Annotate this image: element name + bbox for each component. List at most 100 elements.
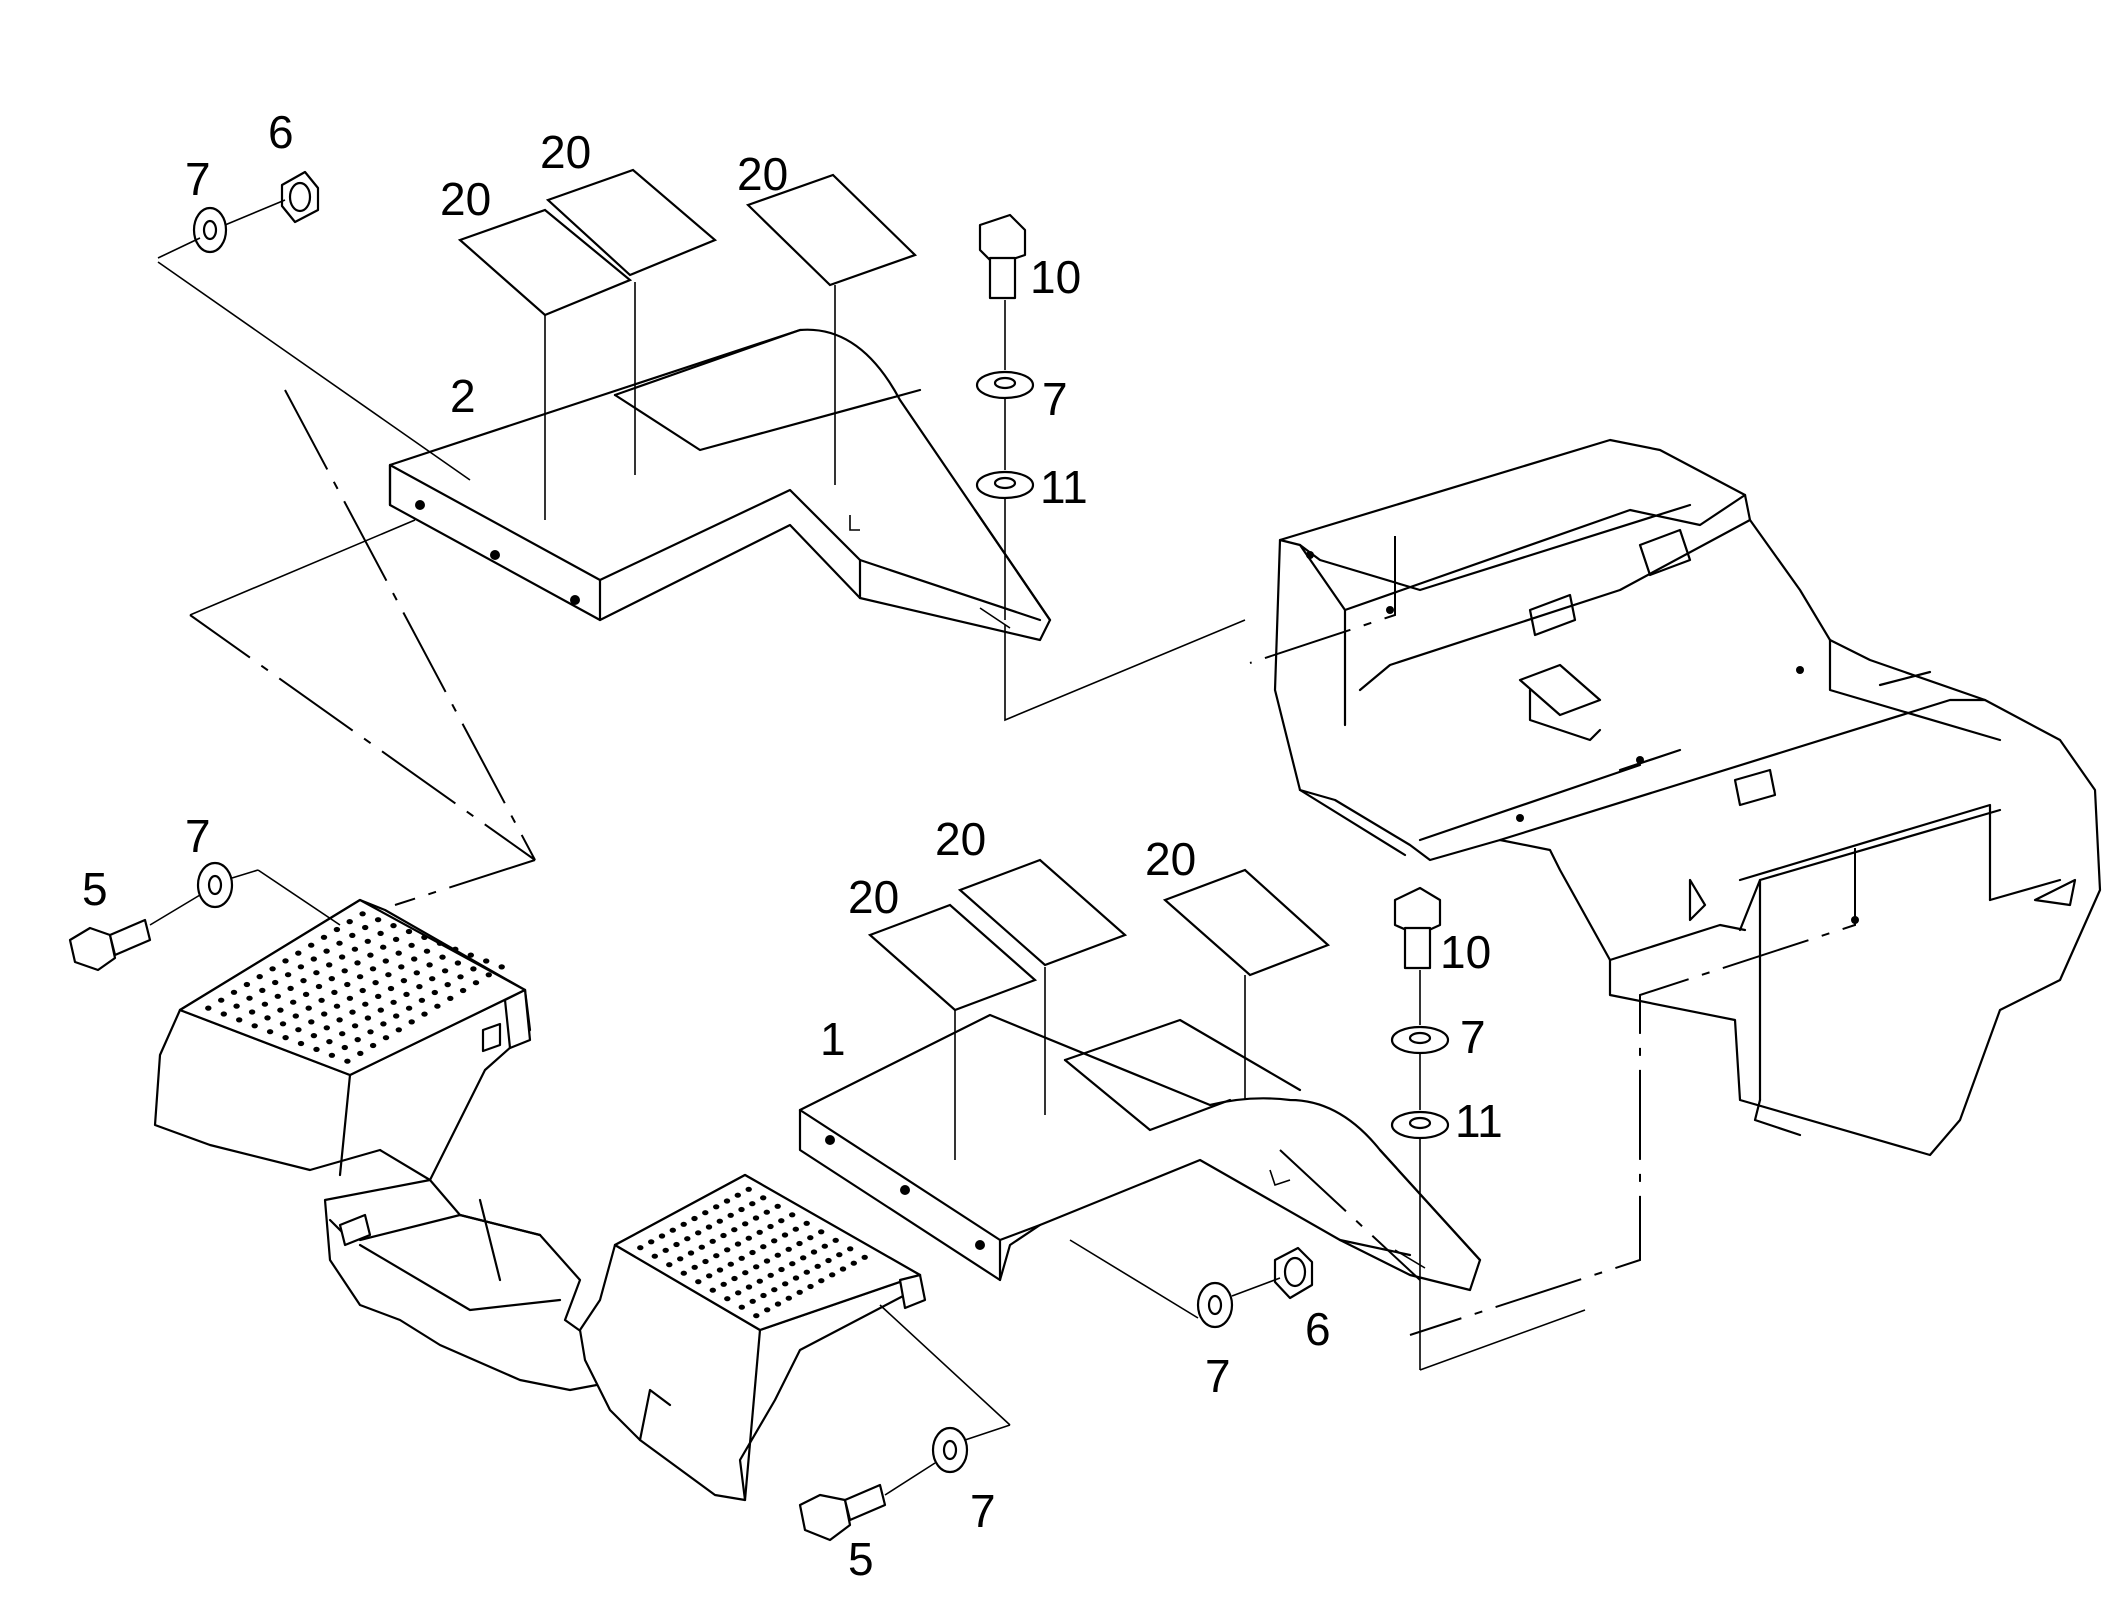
- perforation-hole: [452, 946, 459, 952]
- perforation-hole: [400, 978, 408, 984]
- label-plate-group-lower: [867, 858, 1331, 1160]
- callout-11-top: 11: [1040, 461, 1088, 513]
- perforation-hole: [251, 1023, 258, 1029]
- perforation-hole: [390, 999, 397, 1005]
- perforation-hole: [658, 1233, 666, 1239]
- perforation-hole: [778, 1218, 785, 1224]
- perforation-hole: [328, 976, 335, 982]
- perforation-hole: [359, 911, 366, 917]
- perforation-hole: [738, 1304, 745, 1310]
- perforation-hole: [684, 1236, 691, 1242]
- perforation-hole: [315, 983, 323, 990]
- perforation-hole: [321, 1011, 328, 1017]
- perforation-hole: [269, 966, 276, 972]
- perforation-hole: [408, 1019, 415, 1025]
- perforation-hole: [369, 966, 377, 972]
- callout-20-c: 20: [737, 148, 788, 200]
- perforation-hole: [731, 1275, 738, 1282]
- perforation-hole: [274, 993, 281, 999]
- perforation-hole: [771, 1238, 778, 1244]
- callout-20-e: 20: [935, 813, 986, 865]
- mounting-bracket-left: [338, 988, 532, 1247]
- label-plate: [867, 903, 1038, 1012]
- perforation-hole: [807, 1283, 814, 1290]
- perforation-hole: [709, 1287, 716, 1293]
- perforation-hole: [364, 938, 371, 944]
- washer-7-left: [196, 861, 234, 909]
- label-plate: [957, 858, 1128, 967]
- callout-7-bottom-mid: 7: [1205, 1350, 1231, 1402]
- perforation-hole: [691, 1264, 698, 1270]
- perforation-hole: [230, 989, 238, 995]
- chassis-frame: [1273, 438, 2102, 1157]
- perforation-hole: [248, 1009, 256, 1015]
- perforation-hole: [457, 974, 464, 980]
- perforation-hole: [434, 1003, 441, 1009]
- washer-7-mid-top: [975, 370, 1035, 400]
- perforation-hole: [385, 972, 392, 978]
- perforation-hole: [380, 1021, 387, 1027]
- perforation-hole: [752, 1215, 760, 1221]
- callout-10-right: 10: [1440, 926, 1491, 978]
- perforation-hole: [369, 1042, 377, 1049]
- perforated-tread-left: [178, 898, 527, 1077]
- perforation-hole: [349, 932, 356, 939]
- perforation-hole: [803, 1220, 810, 1226]
- perforation-hole: [243, 981, 251, 988]
- perforation-hole: [439, 954, 446, 960]
- perforation-hole: [745, 1186, 752, 1192]
- perforation-hole: [789, 1212, 796, 1218]
- perforation-hole: [764, 1307, 771, 1313]
- perforation-hole: [323, 948, 330, 954]
- perforation-hole: [372, 980, 379, 986]
- perforation-hole: [836, 1252, 843, 1258]
- perforation-hole: [716, 1267, 724, 1273]
- perforation-hole: [421, 1011, 428, 1017]
- perforation-hole: [810, 1249, 818, 1255]
- perforation-hole: [485, 972, 492, 978]
- washer-7-bottom: [931, 1426, 969, 1474]
- perforation-hole: [326, 1039, 333, 1045]
- perforation-hole: [756, 1278, 763, 1284]
- perforation-hole: [760, 1244, 767, 1250]
- perforation-hole: [380, 944, 387, 950]
- perforation-hole: [680, 1270, 687, 1276]
- fender-lower: [798, 1013, 1482, 1292]
- perforation-hole: [387, 985, 395, 992]
- perforation-hole: [344, 1058, 351, 1064]
- perforation-hole: [763, 1209, 770, 1215]
- perforation-hole: [313, 1046, 320, 1052]
- callout-10-top: 10: [1030, 251, 1081, 303]
- perforation-hole: [832, 1237, 839, 1243]
- perforation-hole: [218, 997, 225, 1003]
- perforation-hole: [695, 1279, 702, 1285]
- perforation-hole: [333, 926, 341, 933]
- perforation-hole: [284, 972, 292, 978]
- perforation-hole: [498, 964, 505, 970]
- perforation-hole: [724, 1296, 731, 1302]
- perforation-hole: [702, 1258, 709, 1265]
- perforation-hole: [328, 1052, 336, 1058]
- perforation-hole: [367, 952, 374, 958]
- perforation-hole: [662, 1247, 669, 1253]
- perforated-tread-middle: [613, 1173, 922, 1332]
- label-plate: [545, 168, 718, 277]
- perforation-hole: [861, 1254, 868, 1260]
- perforation-hole: [680, 1221, 687, 1227]
- perforation-hole: [351, 1023, 359, 1029]
- perforation-hole: [742, 1221, 749, 1227]
- perforation-hole: [236, 1017, 243, 1023]
- perforation-hole: [850, 1260, 857, 1266]
- callout-6-bottom: 6: [1305, 1303, 1331, 1355]
- perforation-hole: [300, 978, 307, 984]
- perforation-hole: [256, 974, 263, 980]
- perforation-hole: [411, 956, 418, 962]
- perforation-hole: [814, 1263, 821, 1269]
- perforation-hole: [308, 1019, 315, 1025]
- perforation-hole: [377, 930, 384, 937]
- perforation-hole: [416, 984, 423, 990]
- step-bracket-middle: [898, 1273, 927, 1310]
- perforation-hole: [339, 1031, 346, 1037]
- bolt-5-bottom: [798, 1483, 887, 1542]
- perforation-hole: [753, 1313, 760, 1319]
